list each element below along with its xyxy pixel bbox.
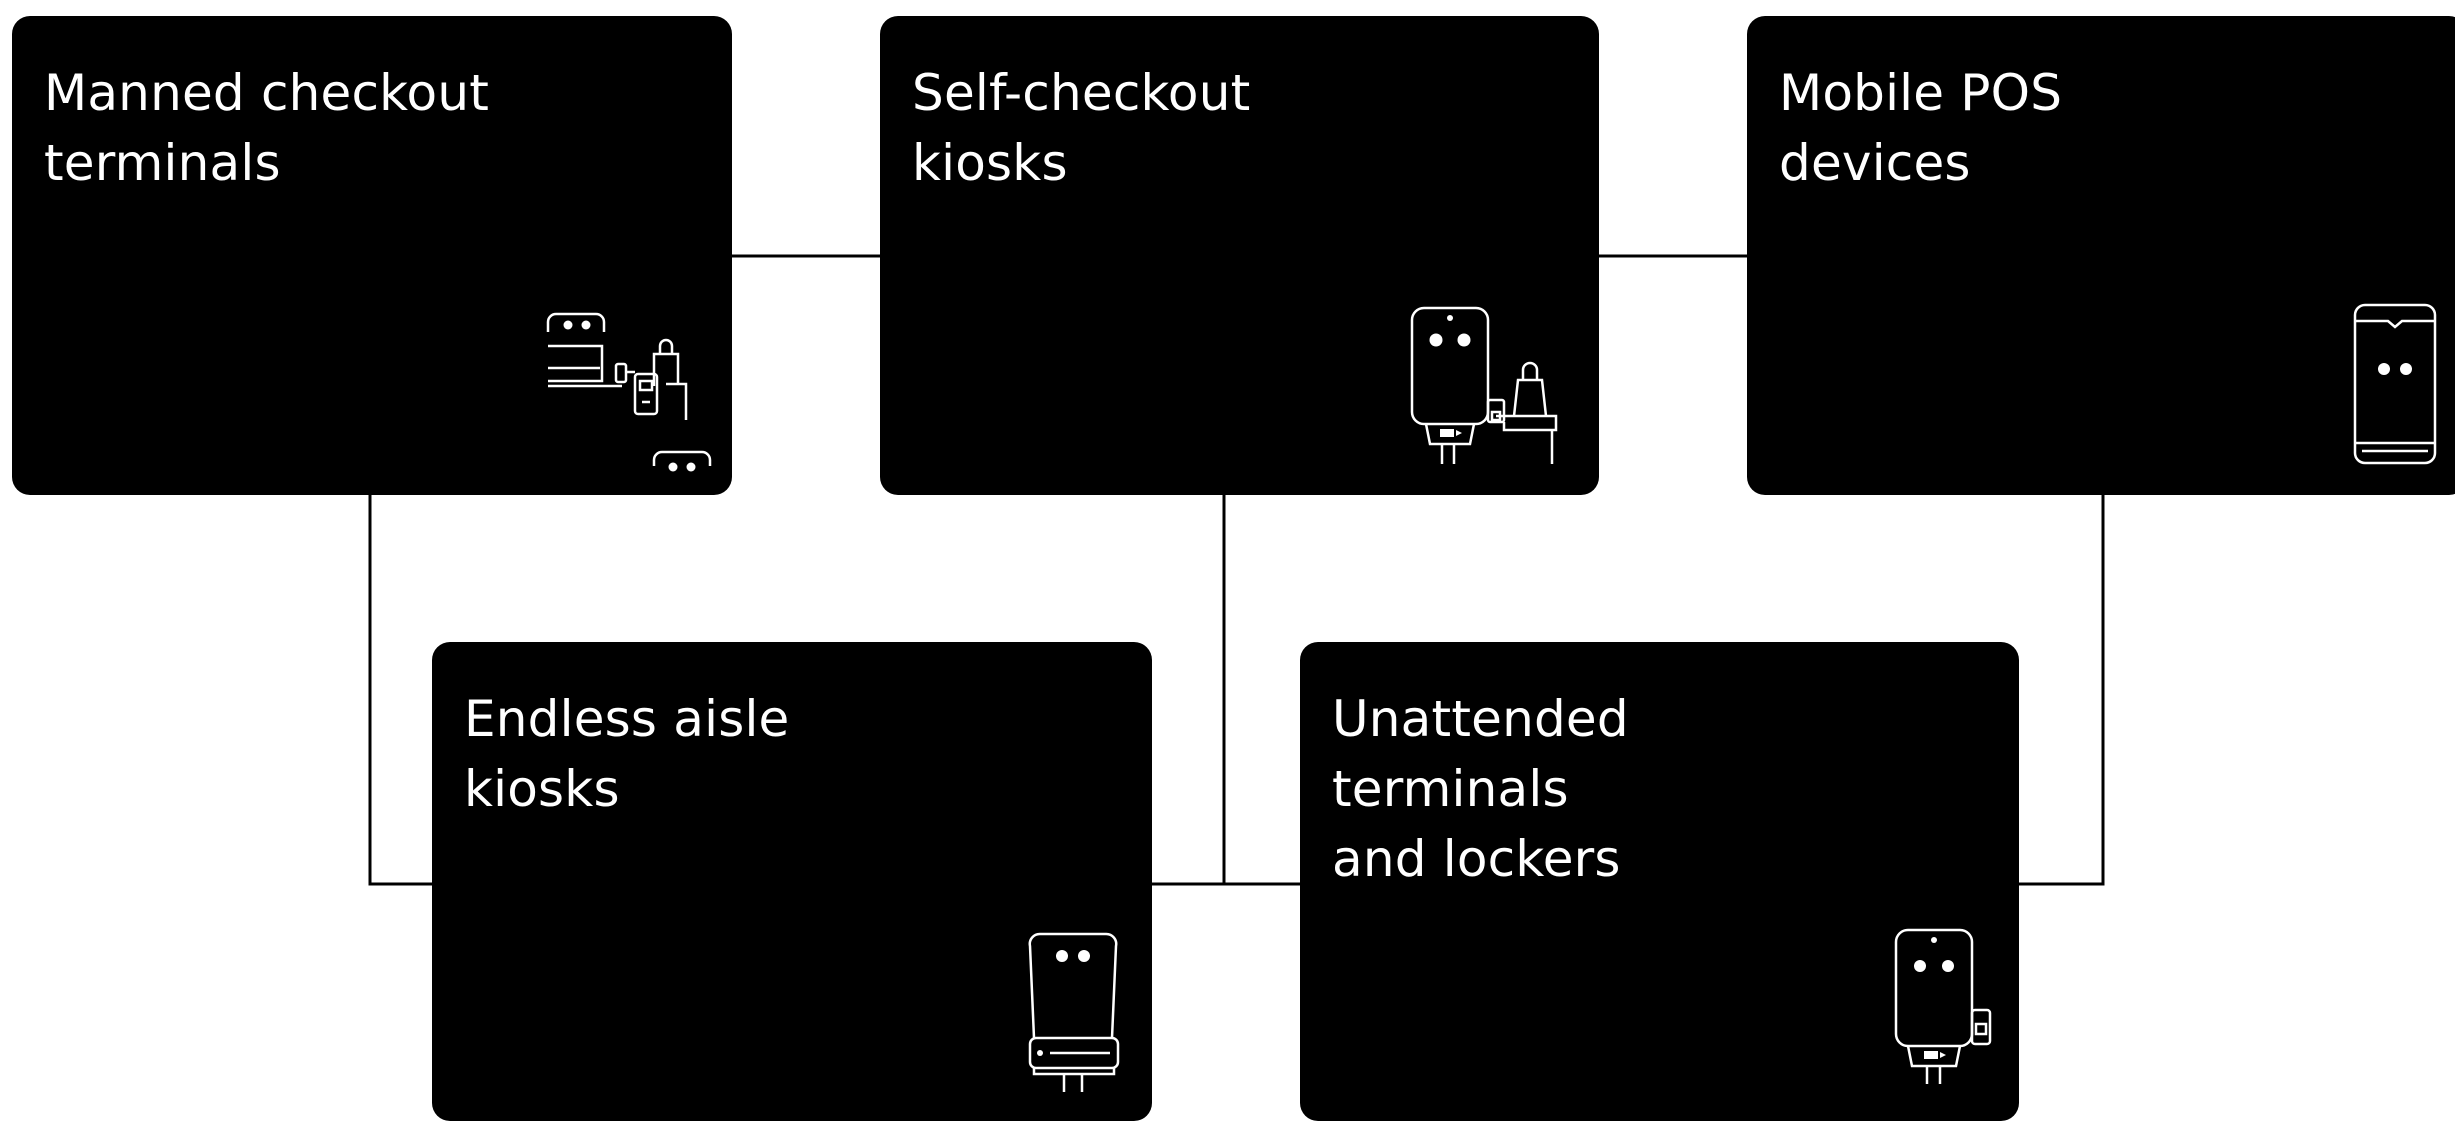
self-checkout-kiosk-icon [1406,304,1566,474]
card-title-manned-checkout: Manned checkout terminals [44,64,490,192]
card-unattended: Unattended terminals and lockers [1300,642,2019,1121]
unattended-terminal-icon [1890,926,2000,1096]
card-self-checkout: Self-checkout kiosks [880,16,1599,495]
card-title-mobile-pos: Mobile POS devices [1779,64,2063,192]
connector-manned-to-endless [368,494,432,886]
card-title-self-checkout: Self-checkout kiosks [912,64,1251,192]
checkout-counter-icon [542,306,717,481]
card-endless-aisle: Endless aisle kiosks [432,642,1152,1121]
card-mobile-pos: Mobile POS devices [1747,16,2455,495]
card-title-unattended: Unattended terminals and lockers [1332,690,1629,888]
connector-mobile-to-unattended [2018,494,2105,886]
endless-aisle-kiosk-icon [1024,928,1124,1098]
smartphone-icon [2350,301,2440,469]
card-title-endless-aisle: Endless aisle kiosks [464,690,790,818]
card-manned-checkout: Manned checkout terminals [12,16,732,495]
